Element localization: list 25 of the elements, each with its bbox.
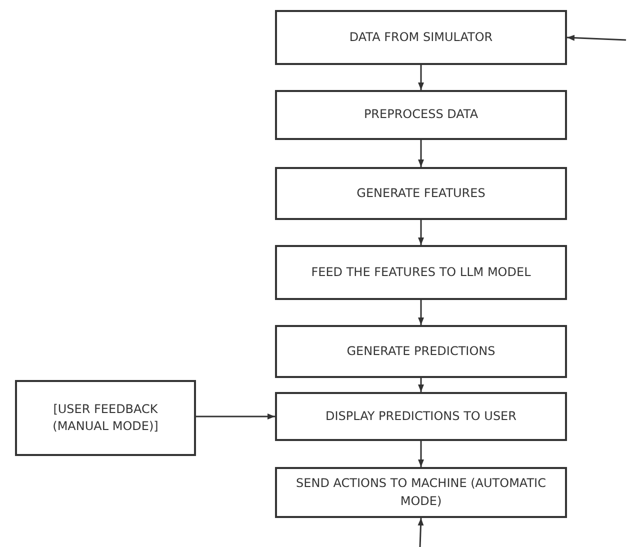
- arrow: [418, 300, 424, 325]
- box-label: [USER FEEDBACK (MANUAL MODE)]: [52, 400, 160, 435]
- arrow: [418, 140, 424, 167]
- arrow: [418, 220, 424, 245]
- arrow: [418, 441, 424, 467]
- arrow: [566, 34, 626, 41]
- process-box: [15, 380, 196, 456]
- process-box: [275, 467, 567, 518]
- process-box: [275, 90, 567, 140]
- process-box: [275, 167, 567, 220]
- box-label: GENERATE PREDICTIONS: [346, 342, 496, 360]
- process-box: [275, 245, 567, 300]
- arrow: [196, 414, 275, 420]
- box-label: PREPROCESS DATA: [362, 106, 480, 124]
- box-label: SEND ACTIONS TO MACHINE (AUTOMATIC MODE): [295, 475, 547, 510]
- process-box: [275, 10, 567, 65]
- box-label: DISPLAY PREDICTIONS TO USER: [324, 408, 518, 425]
- process-box: [275, 325, 567, 378]
- box-label: DATA FROM SIMULATOR: [348, 28, 494, 46]
- box-label: FEED THE FEATURES TO LLM MODEL: [310, 264, 532, 281]
- arrow: [418, 378, 424, 392]
- process-box: [275, 392, 567, 441]
- arrow: [418, 65, 424, 90]
- arrow: [418, 518, 424, 547]
- box-label: GENERATE FEATURES: [356, 184, 486, 202]
